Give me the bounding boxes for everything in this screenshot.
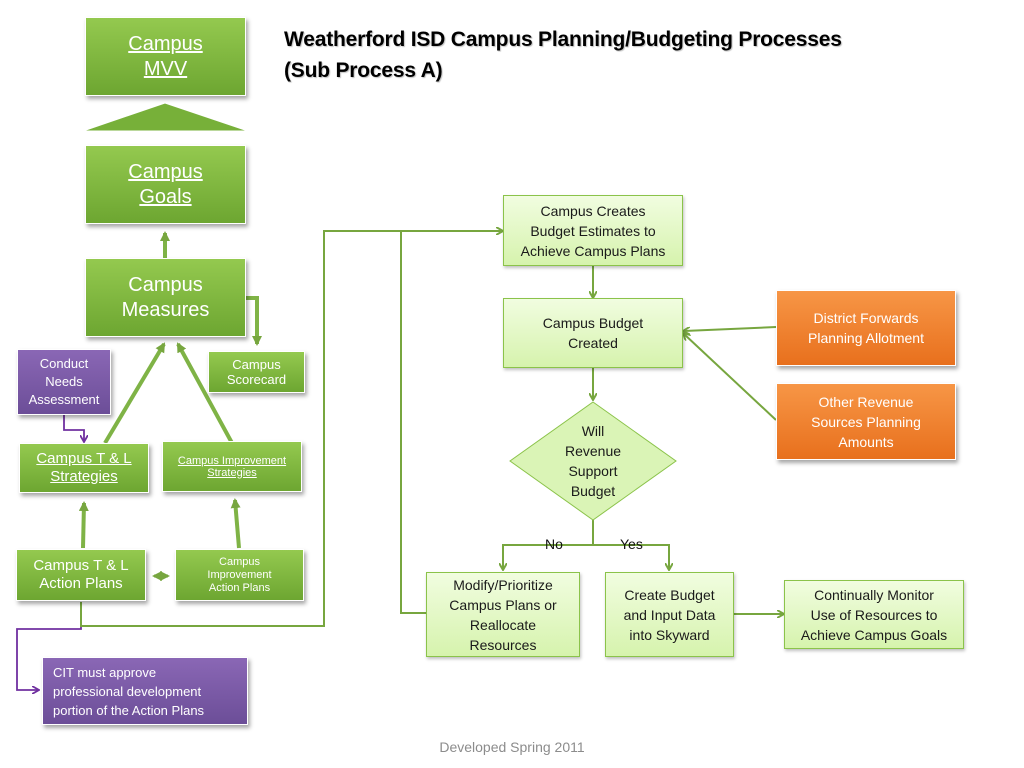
arrow-other-to-created: [684, 334, 777, 421]
no-label: No: [545, 536, 563, 552]
arrow-decision-yes: [593, 544, 669, 569]
campus-goals-link[interactable]: Campus Goals: [85, 145, 246, 224]
arrow-tl-strategies-to-measures: [103, 342, 166, 445]
campus-mvv-link[interactable]: Campus MVV: [85, 17, 246, 96]
create-budget-skyward-box: Create Budget and Input Data into Skywar…: [605, 572, 734, 657]
monitor-resources-box: Continually Monitor Use of Resources to …: [784, 580, 964, 649]
page-title: Weatherford ISD Campus Planning/Budgetin…: [284, 28, 842, 82]
campus-scorecard-box: Campus Scorecard: [208, 351, 305, 393]
arrow-improve-action-to-strategies: [230, 498, 241, 549]
conduct-needs-assessment-box: Conduct Needs Assessment: [17, 349, 111, 415]
arrow-improvement-strategies-to-measures: [176, 342, 234, 444]
campus-tl-strategies-link[interactable]: Campus T & L Strategies: [19, 443, 149, 493]
arrow-modify-loop-back: [400, 231, 426, 614]
arrow-district-to-created: [684, 326, 777, 331]
cit-approve-note: CIT must approve professional developmen…: [42, 657, 248, 725]
campus-improvement-action-plans-box: Campus Improvement Action Plans: [175, 549, 304, 601]
arrow-needs-to-strategies: [63, 415, 84, 441]
yes-label: Yes: [620, 536, 643, 552]
modify-plans-box: Modify/Prioritize Campus Plans or Reallo…: [426, 572, 580, 657]
other-revenue-box: Other Revenue Sources Planning Amounts: [776, 383, 956, 460]
arrow-action-plans-to-estimates: [80, 231, 502, 627]
footer-note: Developed Spring 2011: [439, 739, 585, 755]
budget-estimates-box: Campus Creates Budget Estimates to Achie…: [503, 195, 683, 266]
decision-diamond: [509, 401, 677, 521]
mvv-triangle: [82, 102, 249, 132]
campus-measures-box: Campus Measures: [85, 258, 246, 337]
decision-text: Will Revenue Support Budget: [564, 423, 622, 499]
district-allotment-box: District Forwards Planning Allotment: [776, 290, 956, 366]
campus-tl-action-plans-box: Campus T & L Action Plans: [16, 549, 146, 601]
campus-improvement-strategies-link[interactable]: Campus Improvement Strategies: [162, 441, 302, 492]
arrow-decision-no: [503, 520, 594, 569]
budget-created-box: Campus Budget Created: [503, 298, 683, 368]
arrow-tl-action-to-strategies: [78, 501, 89, 549]
arrow-measures-to-scorecard: [246, 296, 262, 346]
